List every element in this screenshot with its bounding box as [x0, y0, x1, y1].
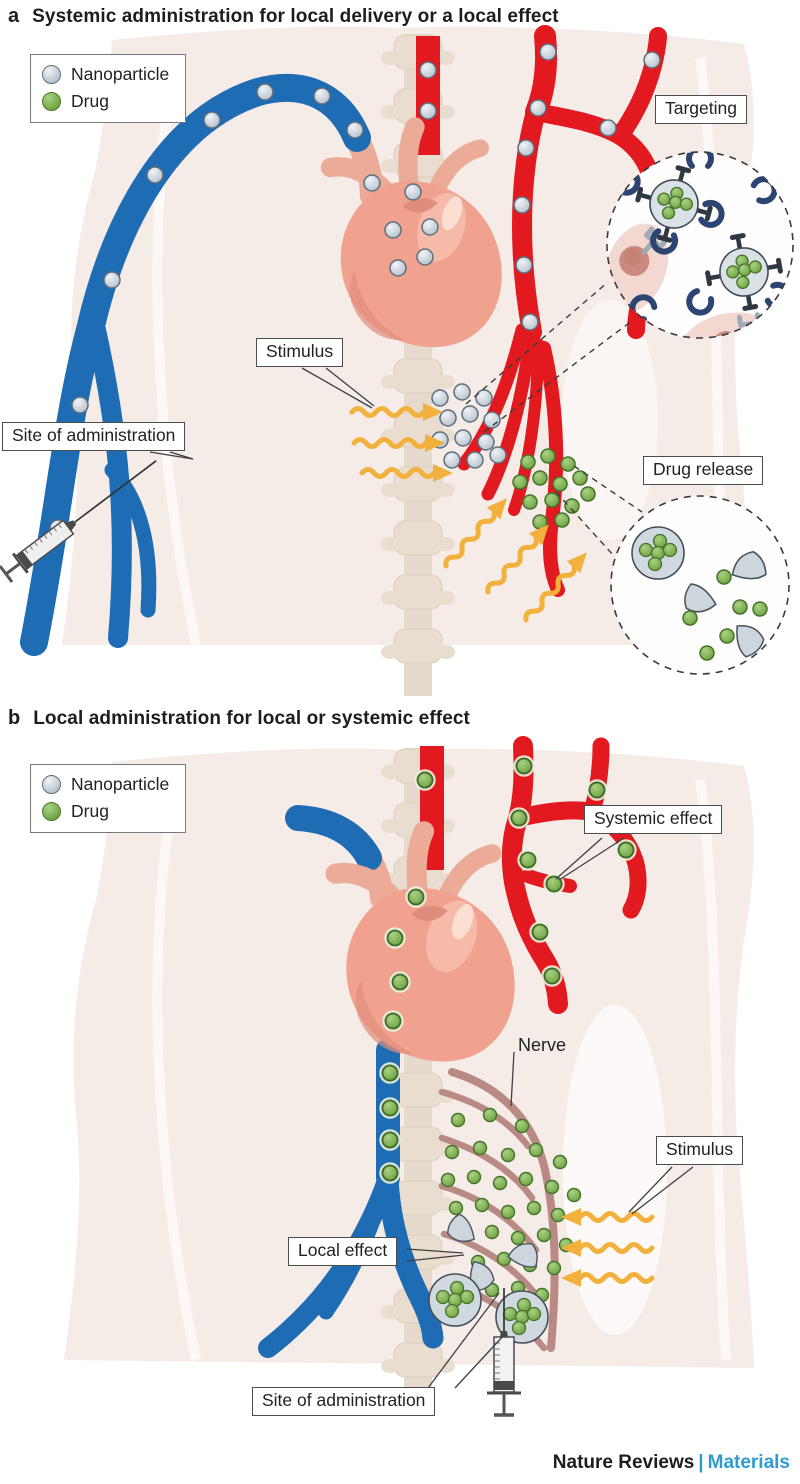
site-of-administration-callout-b: Site of administration	[252, 1387, 436, 1416]
legend-b: Nanoparticle Drug	[30, 764, 187, 833]
legend-label: Nanoparticle	[71, 64, 170, 84]
site-of-administration-callout-a: Site of administration	[2, 422, 186, 451]
journal-footer: Nature Reviews|Materials	[553, 1452, 790, 1474]
panel-b-illustration	[64, 736, 754, 1417]
drug-swatch-icon	[42, 92, 61, 111]
legend-row-nanoparticle: Nanoparticle	[42, 64, 169, 85]
drug-swatch-icon	[42, 802, 61, 821]
panel-a-illustration	[0, 25, 794, 696]
nanoparticle-swatch-icon	[42, 775, 61, 794]
systemic-effect-callout: Systemic effect	[584, 805, 723, 834]
nanoparticle-swatch-icon	[42, 65, 61, 84]
footer-separator: |	[698, 1452, 704, 1473]
stimulus-callout-a: Stimulus	[256, 338, 344, 367]
legend-label: Drug	[71, 91, 109, 111]
panel-a-title: a Systemic administration for local deli…	[8, 5, 559, 28]
legend-label: Nanoparticle	[71, 774, 170, 794]
panel-a-heading: Systemic administration for local delive…	[32, 6, 559, 27]
panel-b-letter: b	[8, 707, 21, 729]
nerve-label: Nerve	[518, 1035, 567, 1055]
panel-b-heading: Local administration for local or system…	[33, 708, 470, 729]
local-effect-callout: Local effect	[288, 1237, 398, 1266]
drug-release-inset	[610, 495, 790, 675]
panel-a-letter: a	[8, 5, 20, 27]
legend-row-drug: Drug	[42, 801, 169, 822]
journal-name: Nature Reviews	[552, 1452, 695, 1473]
legend-label: Drug	[71, 801, 109, 821]
panel-b-title: b Local administration for local or syst…	[8, 707, 470, 730]
syringe-icon	[487, 1288, 521, 1417]
callout-pointers	[149, 367, 375, 460]
dashed-connectors	[465, 281, 643, 557]
legend-row-drug: Drug	[42, 91, 169, 112]
drug-release-callout: Drug release	[643, 456, 764, 485]
stimulus-callout-b: Stimulus	[656, 1136, 744, 1165]
journal-brand: Materials	[707, 1452, 790, 1473]
legend-a: Nanoparticle Drug	[30, 54, 187, 123]
callout-pointers	[406, 837, 694, 1389]
targeting-callout: Targeting	[655, 95, 747, 124]
legend-row-nanoparticle: Nanoparticle	[42, 774, 169, 795]
